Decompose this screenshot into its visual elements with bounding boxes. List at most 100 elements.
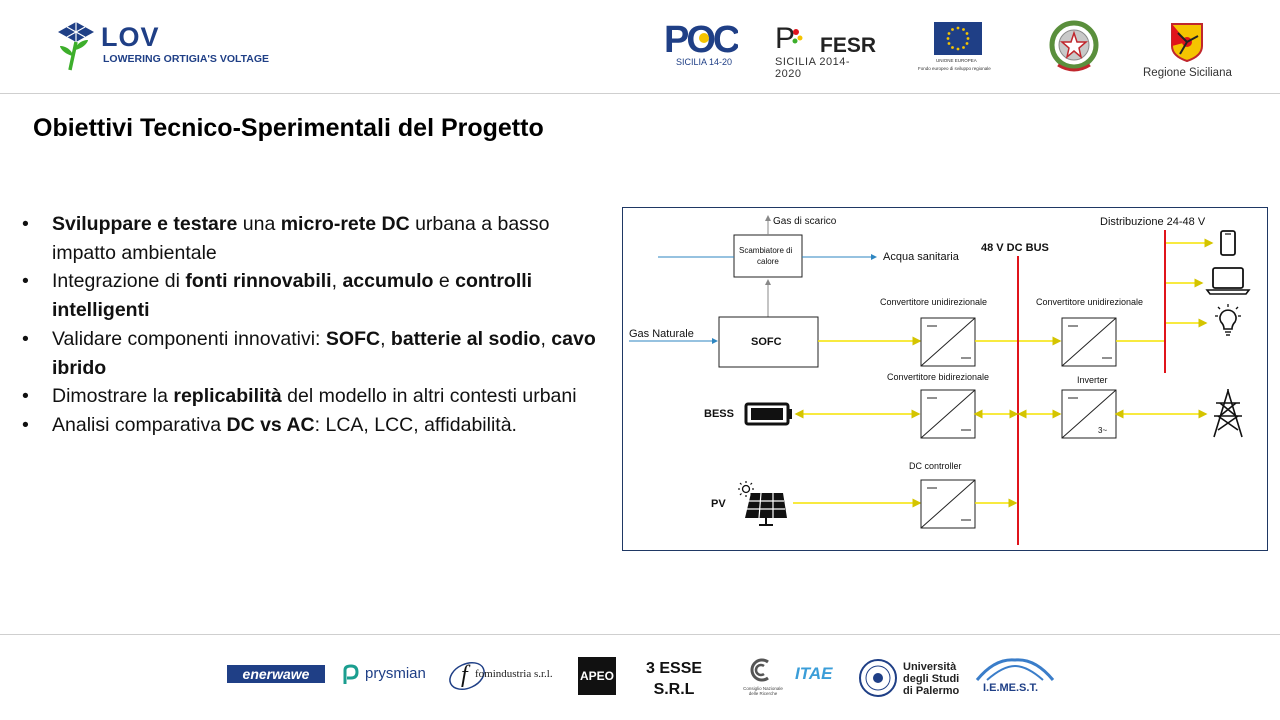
heat-exchanger-label-1: Scambiatore di xyxy=(739,246,793,255)
fesr-p-icon: P xyxy=(775,22,803,52)
fomindustria-label: fomindustria s.r.l. xyxy=(475,668,553,680)
eu-flag-icon xyxy=(934,22,982,55)
iemest-label: I.E.ME.S.T. xyxy=(983,682,1039,694)
sponsor-fomindustria: f fomindustria s.r.l. xyxy=(447,654,562,694)
prysmian-label: prysmian xyxy=(365,665,426,682)
conv-bi-label: Convertitore bidirezionale xyxy=(887,372,990,382)
objective-text: cavo ibrido xyxy=(52,327,596,379)
objective-text: , xyxy=(331,270,343,293)
sponsor-iemest: I.E.ME.S.T. xyxy=(975,656,1055,702)
iemest-icon xyxy=(975,658,1055,681)
converter-uni-2-block xyxy=(1061,317,1117,367)
distribution-label: Distribuzione 24-48 V xyxy=(1100,216,1206,228)
objective-text: Integrazione di xyxy=(52,270,186,293)
sponsor-itae: ITAE xyxy=(795,664,833,683)
dc-controller-label: DC controller xyxy=(909,461,962,471)
objective-text: accumulo xyxy=(342,270,434,293)
dc-controller-block xyxy=(920,479,976,529)
footer-divider xyxy=(0,634,1280,635)
converter-uni-1-block xyxy=(920,317,976,367)
objective-text: Dimostrare la xyxy=(52,385,174,408)
objective-item: Validare componenti innovativi: SOFC, ba… xyxy=(22,325,612,382)
objective-text: Validare componenti innovativi: xyxy=(52,327,326,350)
sponsor-3esse: 3 ESSE S.R.L xyxy=(646,658,702,700)
objectives-list: Sviluppare e testare una micro-rete DC u… xyxy=(22,210,612,440)
sponsor-apeo: APEO xyxy=(578,657,616,695)
objective-text: : LCA, LCC, affidabilità. xyxy=(314,413,517,436)
objective-text: , xyxy=(380,327,391,350)
phone-icon xyxy=(1220,230,1236,256)
lov-logo-icon xyxy=(58,22,94,71)
objective-text: , xyxy=(540,327,552,350)
objective-item: Sviluppare e testare una micro-rete DC u… xyxy=(22,210,612,267)
heat-exchanger-box xyxy=(733,234,803,278)
battery-icon xyxy=(744,402,792,426)
eu-label: UNIONE EUROPEA xyxy=(936,58,977,63)
objective-text: DC vs AC xyxy=(226,413,315,436)
power-tower-icon xyxy=(1213,389,1243,438)
3esse-line-1: 3 ESSE xyxy=(646,660,703,677)
objective-text: fonti rinnovabili xyxy=(185,270,332,293)
objective-item: Analisi comparativa DC vs AC: LCA, LCC, … xyxy=(22,411,612,440)
dc-microgrid-diagram: Gas di scarico Scambiatore di calore Acq… xyxy=(622,207,1268,551)
logo-subtitle: LOWERING ORTIGIA'S VOLTAGE xyxy=(103,53,270,65)
objective-text: micro-rete DC xyxy=(280,213,410,235)
fomindustria-icon: f xyxy=(449,661,485,691)
objective-text: replicabilità xyxy=(173,385,282,408)
slide-title: Obiettivi Tecnico-Sperimentali del Proge… xyxy=(33,114,544,142)
inverter-symbol: 3~ xyxy=(1098,426,1108,435)
objective-text: batterie al sodio xyxy=(390,327,541,350)
natural-gas-label: Gas Naturale xyxy=(629,328,694,340)
svg-text:f: f xyxy=(461,662,471,688)
3esse-line-2: S.R.L xyxy=(653,681,695,698)
solar-panel-icon xyxy=(738,481,787,526)
laptop-icon xyxy=(1205,267,1251,295)
converter-bi-block xyxy=(920,389,976,439)
conv-uni-1-label: Convertitore unidirezionale xyxy=(880,297,988,307)
objective-item: Integrazione di fonti rinnovabili, accum… xyxy=(22,267,612,324)
unipa-line-3: di Palermo xyxy=(903,685,960,697)
heat-exchanger-label-2: calore xyxy=(757,257,779,266)
unipa-seal-icon xyxy=(859,659,897,697)
unipa-line-1: Università xyxy=(903,661,957,673)
conv-uni-2-label: Convertitore unidirezionale xyxy=(1036,297,1144,307)
cnr-label: Consiglio Nazionale delle Ricerche xyxy=(743,686,783,696)
poc-logo: POC SICILIA 14-20 xyxy=(664,18,743,70)
header-divider xyxy=(0,93,1280,94)
unipa-line-2: degli Studi xyxy=(903,673,960,685)
lightbulb-icon xyxy=(1215,304,1241,336)
italian-emblem-icon xyxy=(1049,20,1099,72)
objective-text: Analisi comparativa xyxy=(52,413,227,436)
bus-label: 48 V DC BUS xyxy=(981,242,1049,254)
fesr-logo: P FESR SICILIA 2014-2020 xyxy=(775,22,877,80)
objective-text: SOFC xyxy=(325,327,381,350)
sponsor-enerwawe: enerwawe xyxy=(227,665,325,683)
objective-text: del modello in altri contesti urbani xyxy=(281,385,577,408)
trinacria-shield-icon xyxy=(1171,23,1203,62)
regione-logo: Regione Siciliana xyxy=(1140,20,1236,82)
diagram-lines xyxy=(629,215,1251,545)
prysmian-icon xyxy=(343,664,359,684)
logo-title: LOV xyxy=(101,22,160,52)
hot-water-label: Acqua sanitaria xyxy=(883,251,959,263)
bess-label: BESS xyxy=(704,408,734,420)
objective-text: urbana a basso impatto ambientale xyxy=(52,213,550,264)
poc-logo-icon: POC xyxy=(664,19,743,61)
footer-sponsors: enerwawe prysmian f fomindustria s.r.l. … xyxy=(0,640,1280,720)
sofc-box xyxy=(718,316,819,368)
sponsor-unipa: Università degli Studi di Palermo xyxy=(903,661,959,697)
sponsor-cnr: Consiglio Nazionale delle Ricerche xyxy=(738,658,788,700)
eu-logo: UNIONE EUROPEA Fondo europeo di sviluppo… xyxy=(918,22,1000,76)
inverter-block xyxy=(1061,389,1117,439)
fesr-label: FESR xyxy=(820,34,877,57)
pv-label: PV xyxy=(711,498,726,510)
inverter-label: Inverter xyxy=(1077,375,1108,385)
header: LOV LOWERING ORTIGIA'S VOLTAGE POC SICIL… xyxy=(0,0,1280,93)
objective-item: Dimostrare la replicabilità del modello … xyxy=(22,382,612,411)
objective-text: Sviluppare e testare xyxy=(52,213,238,235)
eu-sub: Fondo europeo di sviluppo regionale xyxy=(918,66,991,71)
objective-text: e xyxy=(433,270,456,293)
objective-text: una xyxy=(237,213,281,235)
fesr-sub: SICILIA 2014-2020 xyxy=(775,56,850,80)
cnr-icon xyxy=(750,658,769,682)
